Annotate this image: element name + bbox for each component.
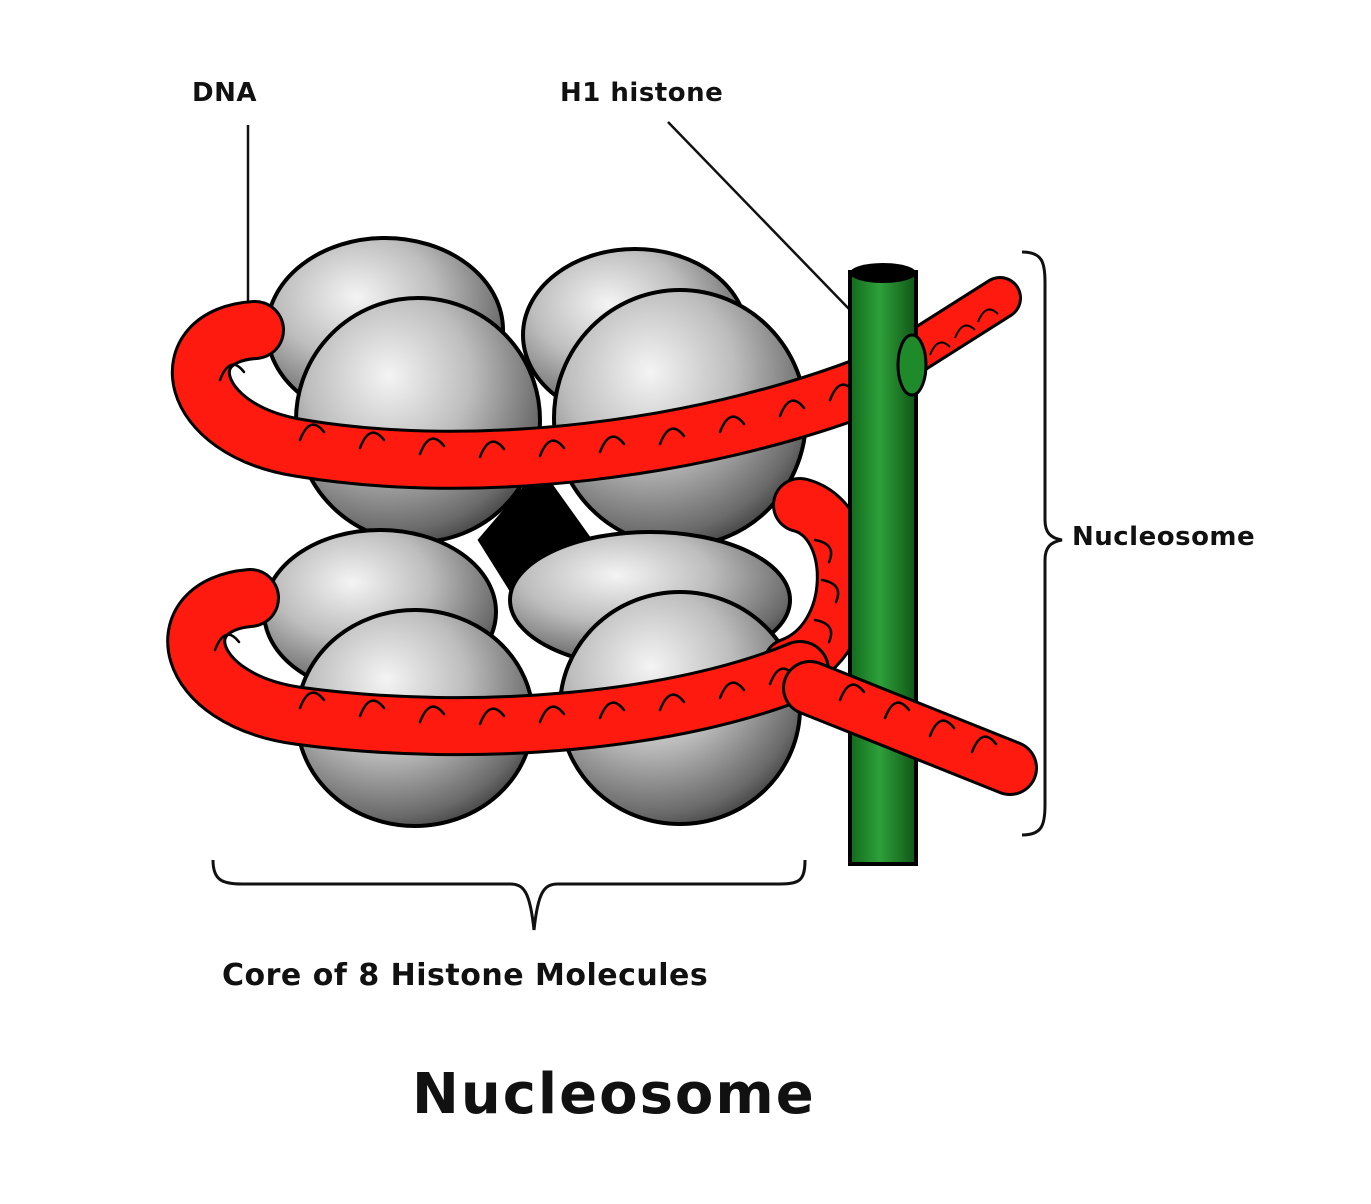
dna-lower-wrap — [166, 568, 830, 757]
core-brace — [211, 859, 807, 931]
h1-histone-leader-line — [667, 121, 851, 311]
core-label: Core of 8 Histone Molecules — [222, 958, 709, 993]
dna-upper-wrap — [170, 300, 890, 490]
dna-exit-segment — [782, 660, 1038, 796]
histone-sphere — [294, 296, 542, 544]
dna-back-segment — [888, 276, 1022, 377]
h1-histone-label: H1 histone — [560, 78, 724, 108]
h1-histone-fiber — [848, 263, 928, 866]
dna-label: DNA — [192, 78, 257, 108]
nucleosome-side-label: Nucleosome — [1072, 522, 1256, 552]
nucleosome-brace — [1021, 250, 1063, 837]
diagram-title: Nucleosome — [412, 1062, 816, 1127]
leader-lines — [246, 121, 851, 311]
